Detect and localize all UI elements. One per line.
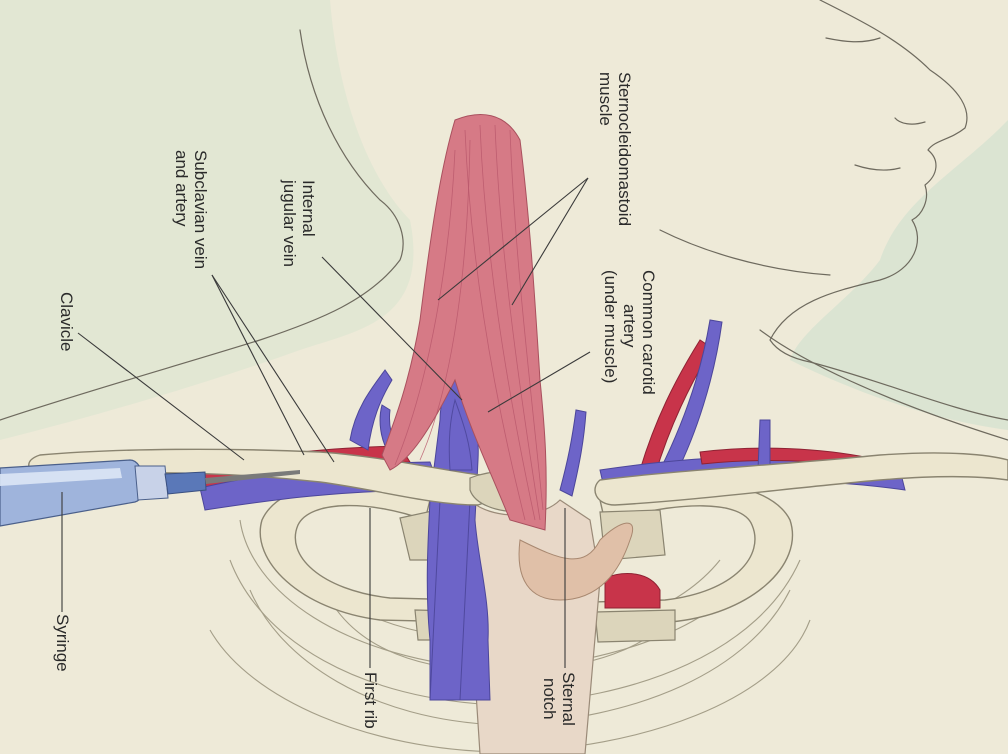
label-sternal-notch-line1: Sternal [559, 672, 578, 726]
label-sternal-notch-line2: notch [540, 678, 559, 720]
label-carotid-line3: (under muscle) [601, 270, 620, 384]
label-first-rib: First rib [361, 672, 380, 729]
sternal-notch-shape [518, 522, 634, 601]
nose-line [894, 117, 926, 125]
syringe-tip [164, 471, 207, 495]
muscle-fibers [394, 124, 544, 521]
label-first-rib-line1: First rib [361, 672, 380, 729]
face-outline [769, 0, 1008, 421]
ijv-under-muscle [448, 398, 473, 471]
second-rib-cartilage-right [594, 609, 676, 643]
syringe [0, 459, 300, 527]
label-clavicle: Clavicle [57, 292, 76, 352]
neck-shadow-right [790, 120, 1008, 430]
neck-shadow-left [0, 0, 414, 440]
label-subclavian: Subclavian vein and artery [172, 150, 210, 269]
label-sternocleidomastoid: Sternocleidomastoid muscle [596, 72, 634, 226]
leader-lines [61, 177, 591, 668]
external-jugular-right [659, 319, 723, 475]
syringe-needle [205, 470, 300, 484]
artery-behind-rib [604, 573, 661, 609]
sternocleidomastoid-muscle [381, 114, 547, 531]
vein-branch-left [349, 369, 393, 451]
label-subclavian-line2: and artery [172, 150, 191, 227]
label-common-carotid: Common carotid artery (under muscle) [601, 270, 658, 395]
shoulder-right [759, 329, 1008, 441]
vein-branch-right [559, 409, 587, 497]
label-subclavian-line1: Subclavian vein [191, 150, 210, 270]
label-clavicle-line1: Clavicle [57, 292, 76, 352]
neck-back [0, 29, 404, 421]
label-ijv-line1: Internal [299, 180, 318, 237]
syringe-hub [134, 465, 169, 501]
label-sternal-notch: Sternal notch [540, 672, 578, 726]
label-internal-jugular: Internal jugular vein [280, 180, 318, 267]
label-carotid-line2: artery [620, 304, 639, 348]
sternum [469, 498, 601, 754]
eye-line [825, 37, 881, 43]
clavicle-right [594, 452, 1008, 506]
syringe-highlight [0, 468, 122, 486]
mouth-line [854, 164, 901, 171]
jaw-line [659, 229, 831, 276]
label-carotid-line1: Common carotid [639, 270, 658, 395]
label-scm-line1: Sternocleidomastoid [615, 72, 634, 227]
syringe-barrel [0, 459, 145, 527]
label-syringe-line1: Syringe [53, 614, 72, 672]
label-ijv-line2: jugular vein [280, 180, 299, 267]
label-scm-line2: muscle [596, 72, 615, 126]
label-syringe: Syringe [53, 614, 72, 672]
vein-branch-right-2 [757, 419, 771, 471]
